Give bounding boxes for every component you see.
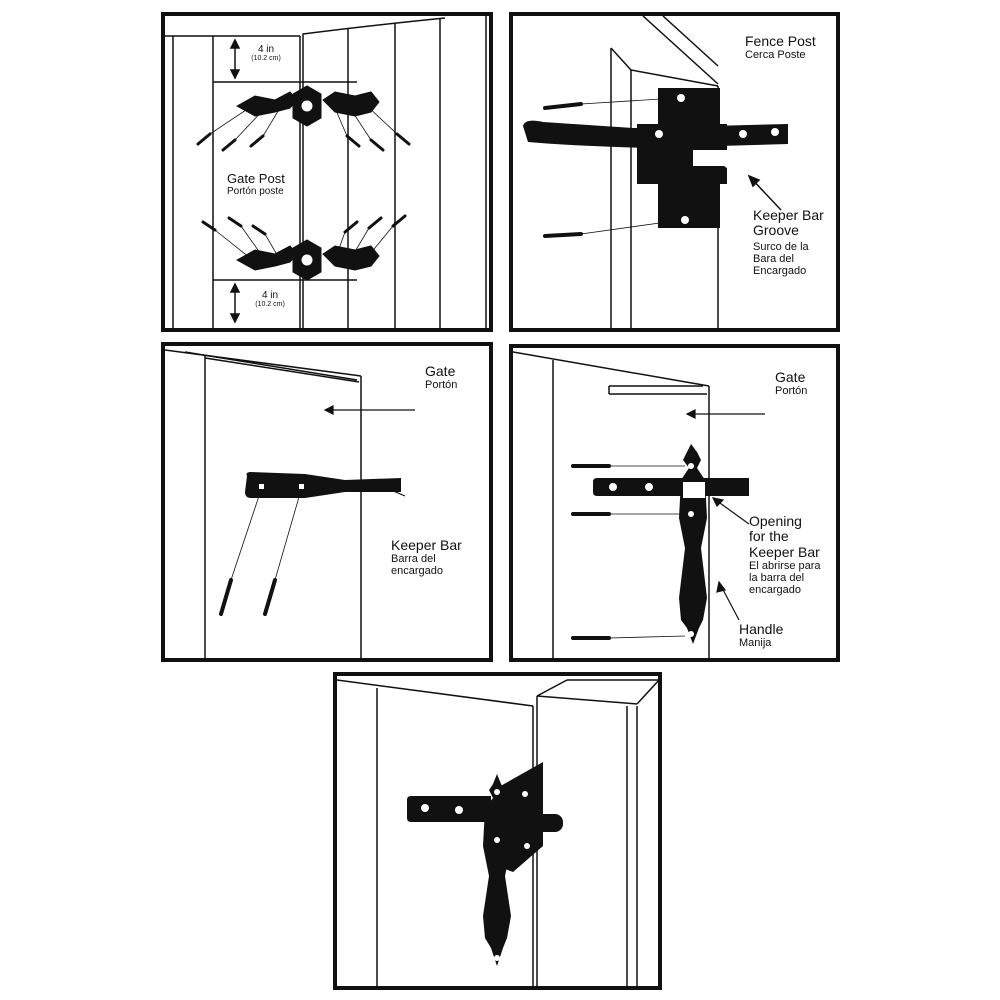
gate-post-en: Gate Post <box>227 171 285 186</box>
handle-icon <box>679 444 707 644</box>
panel-hinge-install: 4 in (10.2 cm) Gate Post Portón poste 4 … <box>161 12 493 332</box>
handle-screw-icons <box>571 464 611 640</box>
handle-en: Handle <box>739 621 784 637</box>
panel4-gate-es: Portón <box>775 385 808 398</box>
screw-icons <box>196 132 411 236</box>
fence-post-label: Fence Post Cerca Poste <box>745 33 816 62</box>
bottom-measure-value: 4 in <box>261 290 279 301</box>
hinge-illustration <box>165 16 487 328</box>
top-hinge-icon <box>235 85 380 127</box>
keeper-bar-illustration <box>165 349 415 658</box>
keeper-bar-es-2: encargado <box>391 565 443 578</box>
panel-latch-install: Fence Post Cerca Poste Keeper Bar Groove… <box>509 12 840 332</box>
opening-es-3: encargado <box>749 584 801 597</box>
handle-es: Manija <box>739 637 772 650</box>
keeper-bar-es-1: Barra del <box>391 553 436 566</box>
keeper-bar-icon <box>245 472 401 498</box>
panel4-gate-label: Gate Portón <box>775 369 808 398</box>
bottom-measure-metric: (10.2 cm) <box>255 301 285 308</box>
handle-illustration <box>513 351 765 658</box>
opening-es-2: la barra del <box>749 572 805 585</box>
fence-post-es: Cerca Poste <box>745 49 806 62</box>
panel-keeper-bar: Gate Portón Keeper Bar Barra del encarga… <box>161 342 493 662</box>
panel3-gate-label: Gate Portón <box>425 363 458 392</box>
panel-assembled-latch <box>333 672 662 990</box>
keeper-groove-es-2: Bara del <box>753 252 794 265</box>
gate-post-label: Gate Post Portón poste <box>227 171 285 198</box>
opening-en-3: Keeper Bar <box>749 543 820 560</box>
panel3-gate-en: Gate <box>425 363 456 379</box>
panel-handle-install: Gate Portón Opening for the Keeper Bar E… <box>509 344 840 662</box>
opening-en-2: for the <box>749 528 789 545</box>
keeper-bar-label: Keeper Bar Barra del encargado <box>391 537 462 578</box>
panel4-gate-en: Gate <box>775 369 806 385</box>
keeper-groove-es-3: Encargado <box>753 264 807 277</box>
opening-label: Opening for the Keeper Bar El abrirse pa… <box>749 513 821 597</box>
keeper-groove-en-2: Groove <box>753 222 799 239</box>
gate-post-es: Portón poste <box>227 186 284 198</box>
handle-label: Handle Manija <box>739 621 784 650</box>
opening-en-1: Opening <box>749 513 802 529</box>
bottom-hinge-icon <box>235 239 380 281</box>
top-measure-label: 4 in (10.2 cm) <box>247 44 285 63</box>
latch-screw-icons <box>543 102 583 238</box>
keeper-groove-en-1: Keeper Bar <box>753 207 824 223</box>
fence-post-en: Fence Post <box>745 33 816 49</box>
assembled-illustration <box>337 679 658 986</box>
keeper-groove-es-1: Surco de la <box>753 240 809 253</box>
latch-plate-icon <box>523 88 788 228</box>
panel3-gate-es: Portón <box>425 379 458 392</box>
bottom-measure-label: 4 in (10.2 cm) <box>251 290 289 309</box>
opening-es-1: El abrirse para <box>749 560 821 573</box>
keeper-groove-label: Keeper Bar Groove Surco de la Bara del E… <box>753 207 824 277</box>
top-measure-metric: (10.2 cm) <box>251 55 281 62</box>
latch-illustration <box>523 16 788 328</box>
keeper-screw-icons <box>219 578 277 616</box>
top-measure-value: 4 in <box>257 44 275 55</box>
keeper-bar-en: Keeper Bar <box>391 537 462 553</box>
